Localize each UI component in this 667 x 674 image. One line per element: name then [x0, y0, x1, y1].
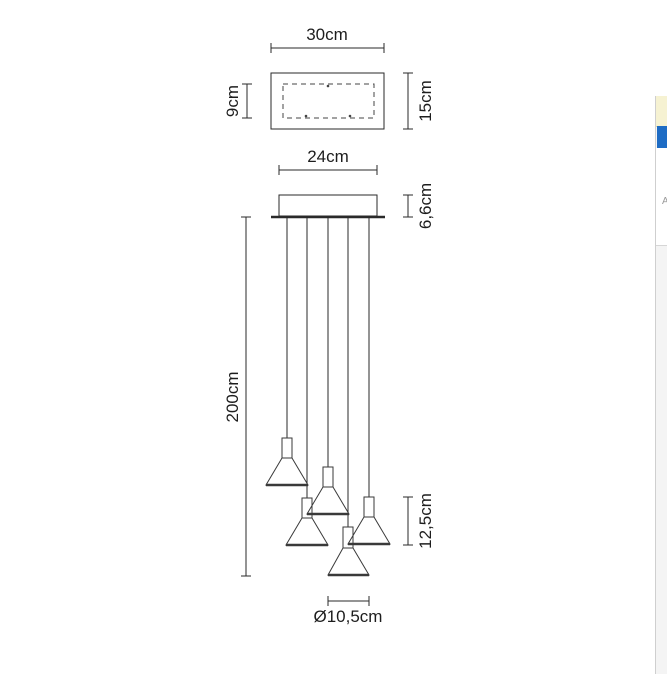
total-height-dimension: 200cm: [223, 216, 251, 577]
canopy-inner-dashed: [282, 83, 375, 119]
pendant-shade-5: [327, 526, 370, 577]
partial-window-selection-bar[interactable]: [657, 126, 667, 148]
canopy-outer-depth-label: 15cm: [416, 80, 435, 122]
partial-window-text: A: [662, 196, 667, 207]
ceiling-base: [278, 194, 378, 217]
lamp-side-view: 24cm 6,6cm 200cm: [223, 147, 435, 626]
partial-window[interactable]: A: [655, 96, 667, 674]
total-height-label: 200cm: [223, 371, 242, 422]
shade-diameter-label: Ø10,5cm: [314, 607, 383, 626]
depth-dimension-15: 15cm: [403, 72, 435, 130]
shade-height-label: 12,5cm: [416, 493, 435, 549]
partial-window-content: A: [656, 148, 667, 246]
pendant-shade-2: [306, 466, 350, 516]
suspension-cables: [286, 217, 370, 527]
base-height-dimension: 6,6cm: [403, 183, 435, 229]
partial-window-titlebar[interactable]: [656, 96, 667, 127]
shade-height-dimension: 12,5cm: [403, 493, 435, 549]
pendant-shade-3: [285, 497, 329, 547]
pendant-shade-4: [347, 496, 391, 546]
depth-dimension-9: 9cm: [223, 83, 252, 119]
shade-diameter-dimension: Ø10,5cm: [314, 596, 383, 626]
canopy-outline: [270, 72, 385, 130]
pendant-shade-1: [265, 437, 309, 487]
canopy-top-view: 30cm 9cm 15cm: [223, 25, 435, 130]
base-width-dimension: 24cm: [278, 147, 378, 175]
base-width-label: 24cm: [307, 147, 349, 166]
base-height-label: 6,6cm: [416, 183, 435, 229]
canopy-width-label: 30cm: [306, 25, 348, 44]
canopy-depth-label: 9cm: [223, 85, 242, 117]
width-dimension-30: 30cm: [270, 25, 385, 53]
